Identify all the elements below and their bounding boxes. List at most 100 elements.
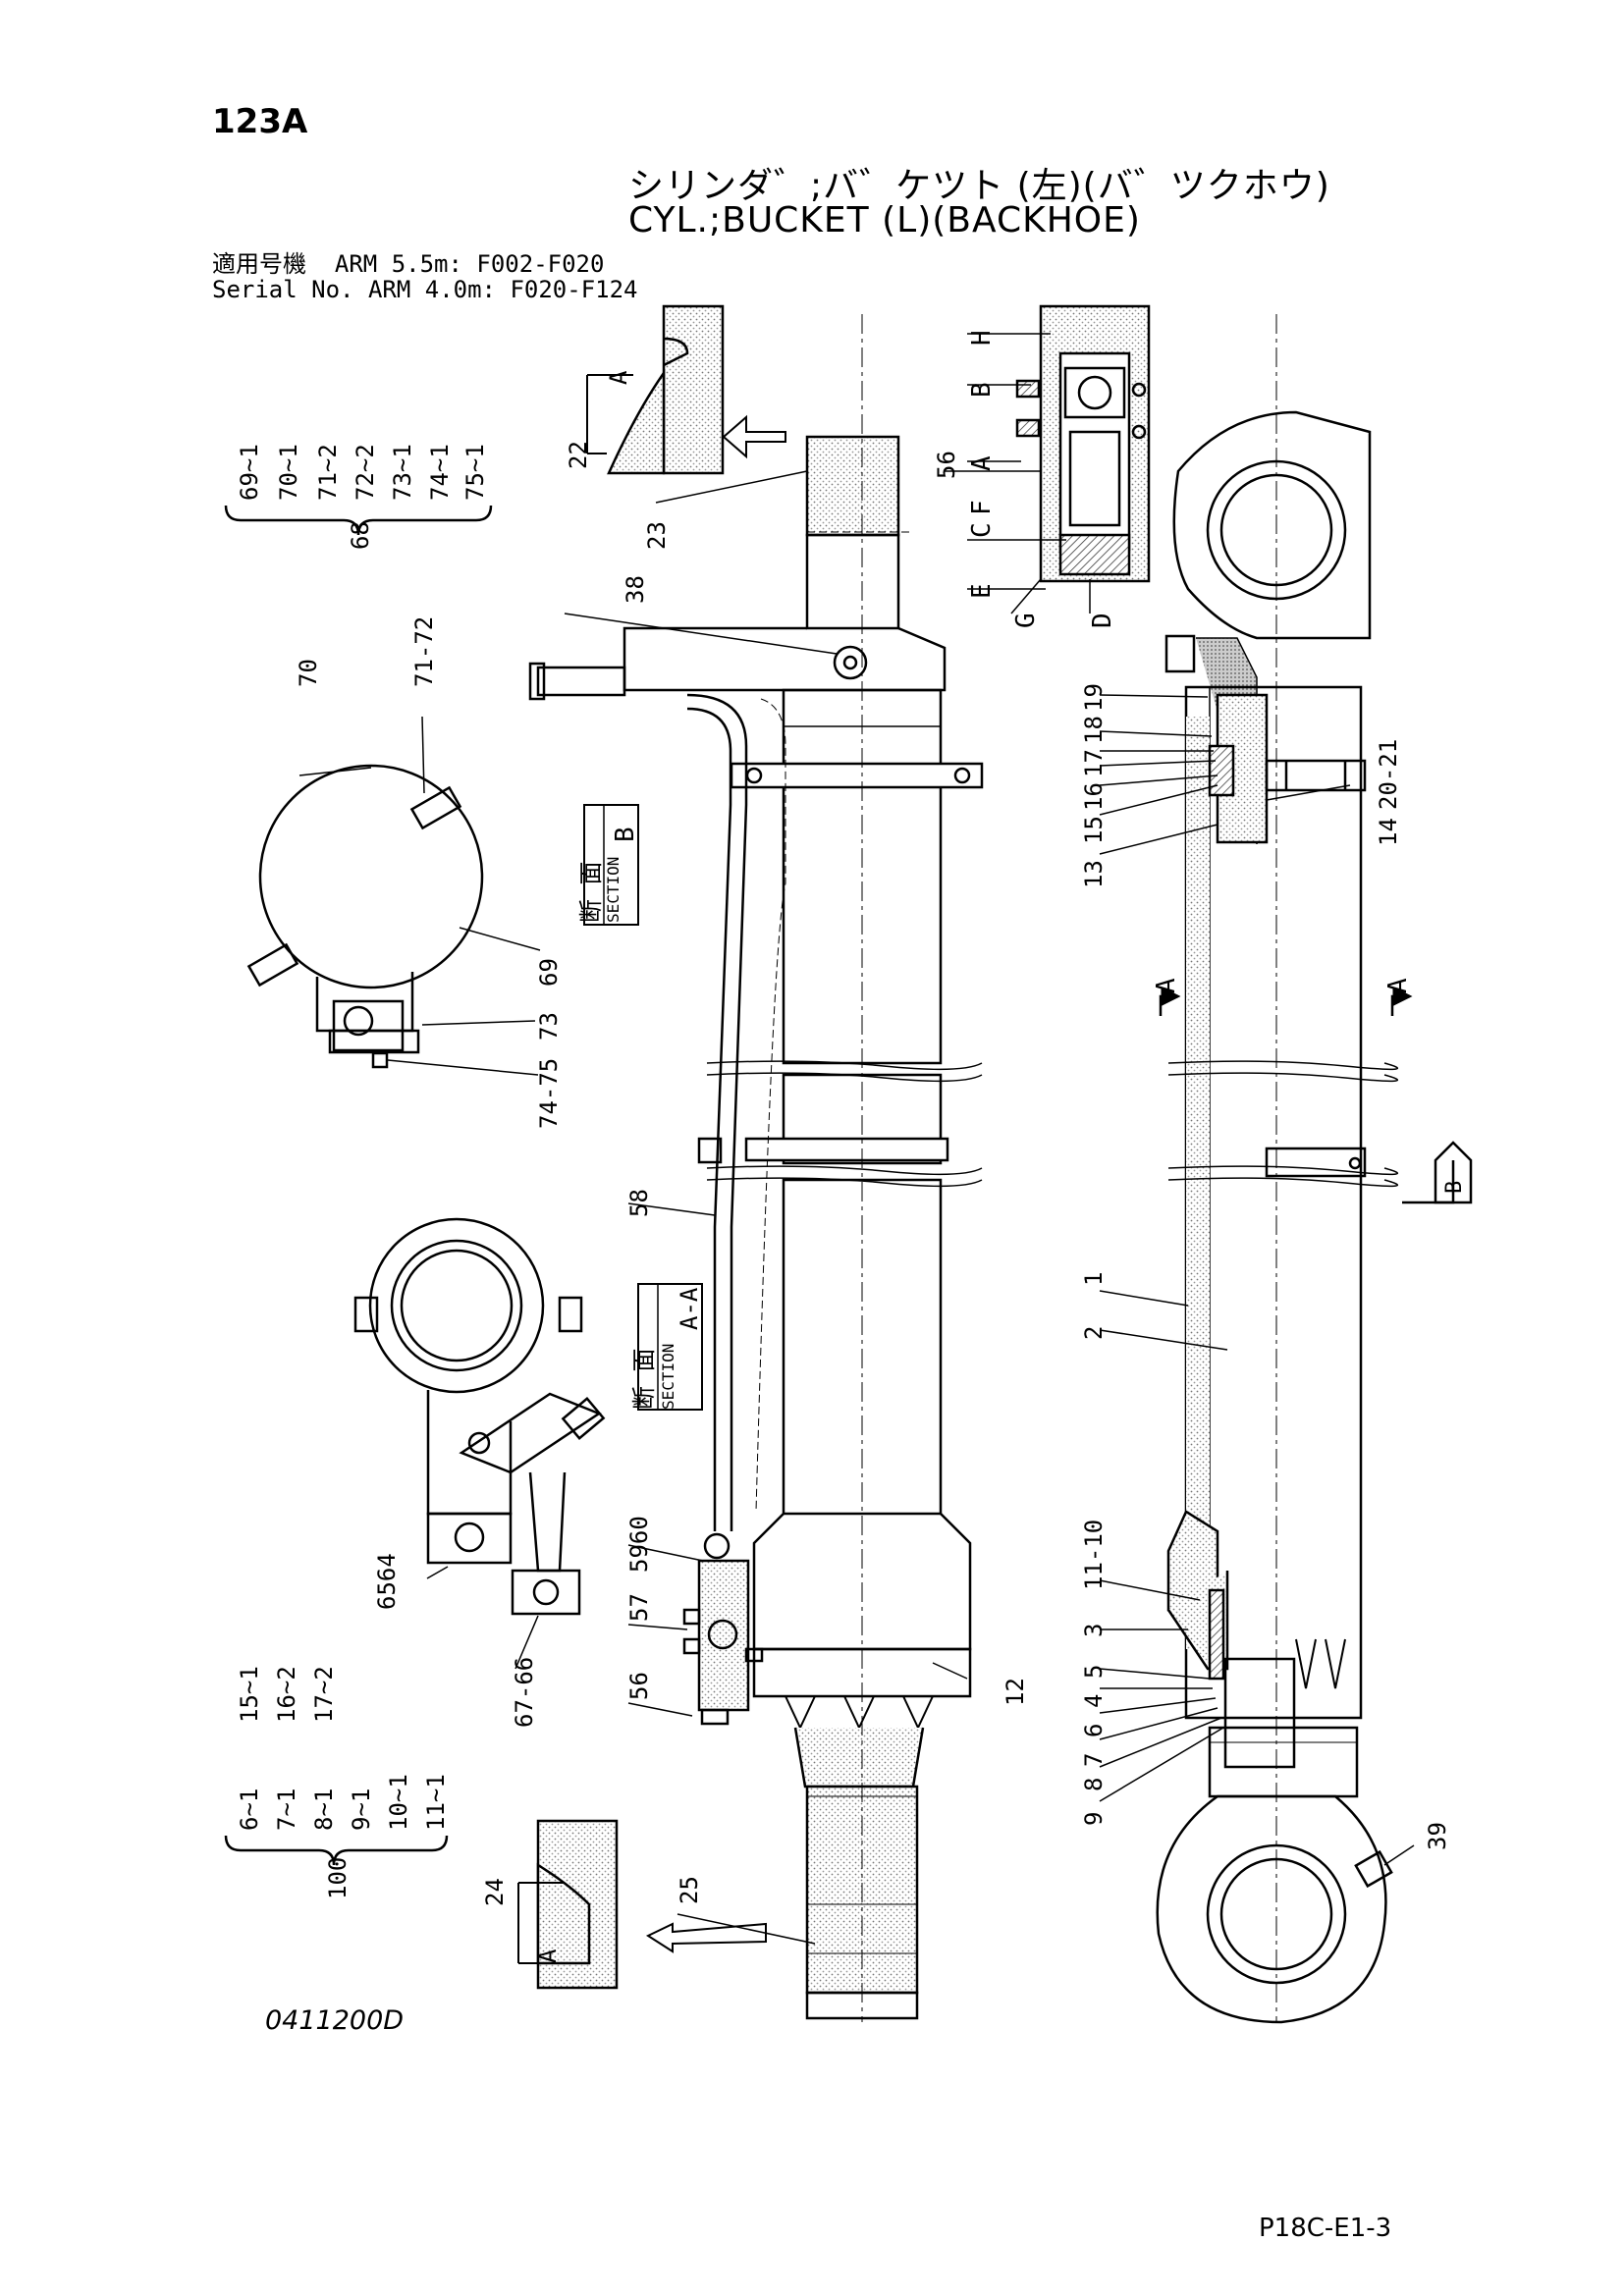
section-b-kanji: 断 面 xyxy=(577,862,605,923)
document-code: 0411200D xyxy=(265,2005,405,2036)
detail-seal-top xyxy=(607,304,786,475)
callout-56-top: 56 xyxy=(933,451,960,479)
kit-68-item-3: 71~2 xyxy=(314,444,342,501)
serial-range-1: ARM 5.5m: F002-F020 xyxy=(334,250,605,278)
callout-12: 12 xyxy=(1001,1678,1029,1706)
kit-100-item-2: 7~1 xyxy=(273,1788,300,1831)
callout-4: 4 xyxy=(1080,1693,1108,1708)
rod-eye xyxy=(1156,1794,1387,2024)
title-japanese: シリンダ゛;バ゛ケツト (左)(バ゛ツクホウ) xyxy=(628,166,1330,206)
kit-100-item-8: 16~2 xyxy=(273,1666,300,1723)
kit-68-item-4: 72~2 xyxy=(352,444,379,501)
page-number: 123A xyxy=(212,102,308,141)
callout-14: 14 xyxy=(1375,818,1402,846)
head-end-block xyxy=(805,435,900,537)
kit-68-item-5: 73~1 xyxy=(389,444,416,501)
callout-7: 7 xyxy=(1080,1752,1108,1767)
callout-13: 13 xyxy=(1080,860,1108,888)
section-aa-text: SECTION xyxy=(659,1344,677,1410)
callout-71-72: 71-72 xyxy=(410,615,438,687)
callout-17: 17 xyxy=(1080,749,1108,777)
callout-57: 57 xyxy=(625,1593,653,1622)
callout-69: 69 xyxy=(535,958,563,987)
tube-lower xyxy=(782,1178,943,1516)
kit-100-item-4: 9~1 xyxy=(348,1788,375,1831)
serial-label-jp: 適用号機 xyxy=(212,250,306,278)
kit-100-item-1: 6~1 xyxy=(236,1788,263,1831)
callout-19: 19 xyxy=(1080,683,1108,712)
kit-68-item-2: 70~1 xyxy=(275,444,302,501)
callout-73: 73 xyxy=(535,1012,563,1041)
callout-2: 2 xyxy=(1080,1325,1108,1340)
section-a-left-letter: A xyxy=(1152,978,1181,993)
callout-3: 3 xyxy=(1080,1623,1108,1637)
kit-68-item-1: 69~1 xyxy=(236,444,263,501)
section-b-text: SECTION xyxy=(604,857,623,923)
kit-68-number: 68 xyxy=(347,521,374,550)
kit-68-item-7: 75~1 xyxy=(461,444,489,501)
callout-11-10: 11-10 xyxy=(1080,1519,1108,1590)
callout-5: 5 xyxy=(1080,1664,1108,1679)
cylinder-tube-assembly xyxy=(528,314,984,2022)
section-b-arrow-letter: B xyxy=(1442,1181,1467,1194)
callout-15: 15 xyxy=(1080,816,1108,844)
detail-a-brackets xyxy=(517,374,633,1964)
kit-100-item-6: 11~1 xyxy=(422,1774,450,1831)
hydraulic-hose xyxy=(686,693,786,1560)
callout-56-bottom: 56 xyxy=(625,1672,653,1700)
callout-16: 16 xyxy=(1080,782,1108,811)
cylinder-section-view xyxy=(1156,314,1398,2024)
detail-letter-h: H xyxy=(967,330,997,346)
section-a-markers xyxy=(1159,987,1473,1204)
kit-100-brace xyxy=(224,1835,449,1866)
callout-67-66: 67-66 xyxy=(511,1656,538,1728)
callout-70: 70 xyxy=(295,659,322,687)
section-a-right-letter: A xyxy=(1383,978,1413,993)
callout-39: 39 xyxy=(1424,1822,1451,1850)
section-b-letter: B xyxy=(611,827,640,842)
detail-letter-e: E xyxy=(967,583,997,599)
detail-letter-c: C xyxy=(967,522,997,538)
section-b-label xyxy=(583,804,639,926)
callout-38: 38 xyxy=(622,575,649,604)
section-b-clamp xyxy=(246,764,484,1069)
head-eye xyxy=(1172,410,1372,640)
serial-line-2: Serial No. ARM 4.0m: F020-F124 xyxy=(212,277,638,302)
head-end-neck xyxy=(805,533,900,630)
detail-letter-a: A xyxy=(967,455,997,471)
kit-100-number: 100 xyxy=(324,1856,352,1899)
serial-range-2: ARM 4.0m: F020-F124 xyxy=(367,276,638,303)
kit-100-item-3: 8~1 xyxy=(310,1788,338,1831)
callout-24: 24 xyxy=(481,1878,509,1906)
detail-a-bottom-letter: A xyxy=(534,1949,562,1963)
callout-65-64: 6564 xyxy=(373,1553,401,1610)
callout-8: 8 xyxy=(1080,1777,1108,1791)
head-flange xyxy=(623,626,947,692)
kit-100-item-9: 17~2 xyxy=(310,1666,338,1723)
tube-clamp-upper xyxy=(730,762,984,789)
callout-58: 58 xyxy=(625,1189,653,1217)
detail-valve-inset xyxy=(1015,304,1151,583)
detail-a-top-letter: A xyxy=(605,370,632,385)
detail-letter-b: B xyxy=(967,382,997,398)
serial-label-en: Serial No. xyxy=(212,276,354,303)
detail-letter-g: G xyxy=(1011,613,1041,628)
callout-22: 22 xyxy=(565,441,592,469)
section-aa-label xyxy=(637,1283,703,1411)
serial-line-1: 適用号機 ARM 5.5m: F002-F020 xyxy=(212,251,604,277)
callout-6: 6 xyxy=(1080,1723,1108,1737)
kit-68-item-6: 74~1 xyxy=(426,444,454,501)
callout-23: 23 xyxy=(643,521,671,550)
callout-18: 18 xyxy=(1080,716,1108,744)
tube-clamp-lower xyxy=(744,1137,949,1162)
title-english: CYL.;BUCKET (L)(BACKHOE) xyxy=(628,200,1141,240)
section-aa-kanji: 断 面 xyxy=(630,1349,658,1410)
callout-1: 1 xyxy=(1080,1271,1108,1286)
callout-20-21: 20-21 xyxy=(1375,738,1402,810)
kit-100-item-5: 10~1 xyxy=(385,1774,412,1831)
page-reference: P18C-E1-3 xyxy=(1259,2214,1392,2243)
callout-9: 9 xyxy=(1080,1811,1108,1826)
detail-letter-f: F xyxy=(967,500,997,515)
section-aa-bracket xyxy=(353,1217,606,1616)
